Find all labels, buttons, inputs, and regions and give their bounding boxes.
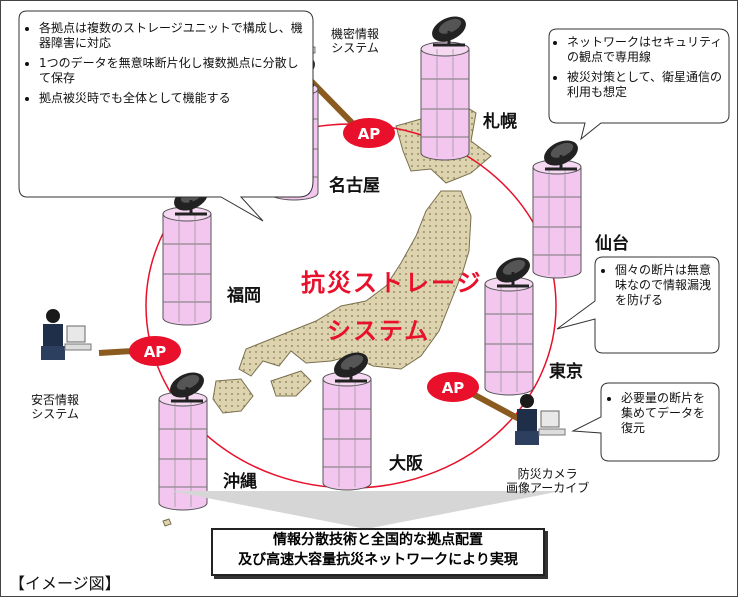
system-camera-label: 防災カメラ 画像アーカイブ (506, 467, 589, 495)
ap-east: AP (427, 372, 479, 402)
callout-left: 各拠点は複数のストレージユニットで構成し、機器障害に対応 1つのデータを無意味断… (25, 21, 307, 111)
callout-right-mid-item-1: 個々の断片は無意味なので情報漏洩を防げる (615, 263, 715, 308)
node-fukuoka (162, 178, 214, 326)
node-sapporo (420, 9, 472, 161)
system-safety-label: 安否情報 システム (31, 393, 79, 421)
system-camera-line-2: 画像アーカイブ (506, 481, 590, 495)
link-camera (469, 390, 525, 424)
city-sendai: 仙台 (595, 234, 629, 254)
ap-north: AP (343, 118, 395, 148)
callout-left-item-2: 1つのデータを無意味断片化し複数拠点に分散して保存 (39, 56, 307, 86)
callout-right-top-item-1: ネットワークはセキュリティの観点で専用線 (567, 35, 725, 65)
node-sendai (532, 133, 584, 279)
callout-right-mid: 個々の断片は無意味なので情報漏洩を防げる (601, 263, 715, 313)
callout-right-bottom-item-1: 必要量の断片を集めてデータを復元 (621, 391, 715, 436)
callout-right-mid-bubble (556, 256, 720, 354)
callout-right-bottom: 必要量の断片を集めてデータを復元 (607, 391, 715, 441)
callout-left-item-1: 各拠点は複数のストレージユニットで構成し、機器障害に対応 (39, 21, 307, 51)
ap-east-label: AP (442, 379, 465, 397)
callout-left-bubble (18, 10, 314, 222)
summary-arrow (171, 491, 561, 529)
summary-line-1: 情報分散技術と全国的な拠点配置 (273, 532, 483, 548)
city-fukuoka: 福岡 (227, 286, 261, 306)
person-safety (40, 308, 92, 361)
system-secret-line-1: 機密情報 (331, 27, 380, 41)
callout-left-item-3: 拠点被災時でも全体として機能する (39, 91, 307, 106)
image-tag: 【イメージ図】 (9, 574, 121, 593)
callout-right-top-bubble (548, 28, 730, 141)
ap-west: AP (129, 336, 181, 366)
ap-west-label: AP (144, 343, 167, 361)
node-okinawa (158, 365, 210, 511)
callout-right-top: ネットワークはセキュリティの観点で専用線 被災対策として、衛星通信の利用も想定 (553, 35, 725, 105)
node-tokyo (484, 250, 536, 396)
system-secret-label: 機密情報 システム (331, 27, 379, 55)
title-line-2: システム (327, 317, 431, 345)
system-safety-line-1: 安否情報 (31, 393, 80, 407)
system-safety-line-2: システム (31, 407, 79, 421)
city-nagoya: 名古屋 (329, 176, 380, 196)
summary-line-2: 及び高速大容量抗災ネットワークにより実現 (238, 552, 518, 568)
system-camera-line-1: 防災カメラ (517, 467, 578, 481)
ap-north-label: AP (358, 125, 381, 143)
callout-right-top-item-2: 被災対策として、衛星通信の利用も想定 (567, 70, 725, 100)
city-tokyo: 東京 (549, 362, 583, 382)
system-secret-line-2: システム (331, 41, 379, 55)
person-camera (514, 393, 566, 446)
callout-right-bottom-bubble (571, 382, 720, 462)
city-osaka: 大阪 (389, 454, 423, 474)
city-sapporo: 札幌 (483, 112, 517, 132)
city-okinawa: 沖縄 (223, 472, 257, 492)
summary-box: 情報分散技術と全国的な拠点配置 及び高速大容量抗災ネットワークにより実現 (211, 528, 545, 576)
title-line-1: 抗災ストレージ (301, 269, 483, 297)
node-osaka (322, 345, 374, 491)
